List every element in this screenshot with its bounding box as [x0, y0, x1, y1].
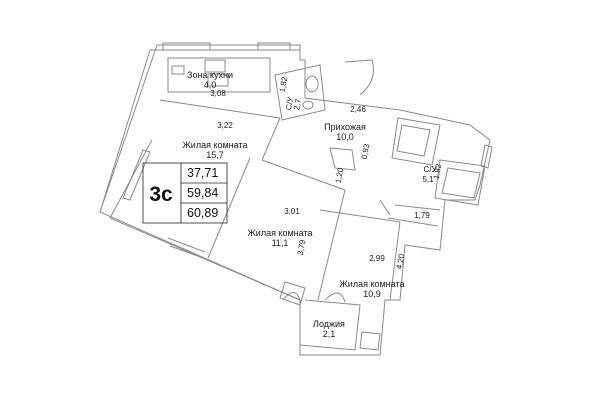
kitchen-name: Зона кухни: [187, 70, 233, 80]
dim-living2-depth: 3,79: [296, 239, 308, 256]
dim-hall-top: 2,46: [350, 105, 366, 114]
dim-bath2-width: 1,82: [432, 163, 444, 180]
area-summary: 37,71 59,84 60,89: [181, 163, 227, 223]
dim-hall-small: 0,93: [360, 143, 372, 160]
living3-area: 10,9: [363, 289, 381, 299]
dim-living1-width: 3,22: [217, 121, 233, 130]
total-area-value: 59,84: [187, 186, 219, 200]
dim-bath3-small: 1,79: [414, 211, 430, 220]
dim-living2-width: 3,01: [284, 207, 300, 216]
bath2-area: 5,1: [422, 175, 434, 184]
loggia-name: Лоджия: [313, 319, 345, 329]
dim-bath1-depth: 1,82: [278, 76, 290, 93]
kitchen-area: 4,0: [204, 80, 217, 90]
dim-kitchen-width: 3,08: [210, 89, 226, 98]
dim-living3-width: 2,99: [369, 254, 385, 263]
living1-area: 15,7: [206, 150, 224, 160]
hall-area: 10,0: [336, 132, 354, 142]
living-area-value: 37,71: [187, 166, 219, 180]
total-with-loggia-value: 60,89: [187, 206, 219, 220]
bath1-label: С/У: [284, 95, 295, 110]
apartment-type-code: 3с: [149, 183, 173, 206]
dim-hall-passage: 1,20: [334, 167, 346, 184]
bath1-area: 2,7: [292, 98, 303, 111]
bath2-label: С/У: [423, 165, 437, 174]
hall-name: Прихожая: [324, 122, 366, 132]
living2-name: Жилая комната: [247, 228, 312, 238]
dim-living3-depth: 4,20: [395, 253, 407, 270]
living3-name: Жилая комната: [339, 279, 404, 289]
loggia-area: 2,1: [323, 329, 336, 339]
living1-name: Жилая комната: [182, 140, 247, 150]
living2-area: 11,1: [272, 238, 289, 248]
